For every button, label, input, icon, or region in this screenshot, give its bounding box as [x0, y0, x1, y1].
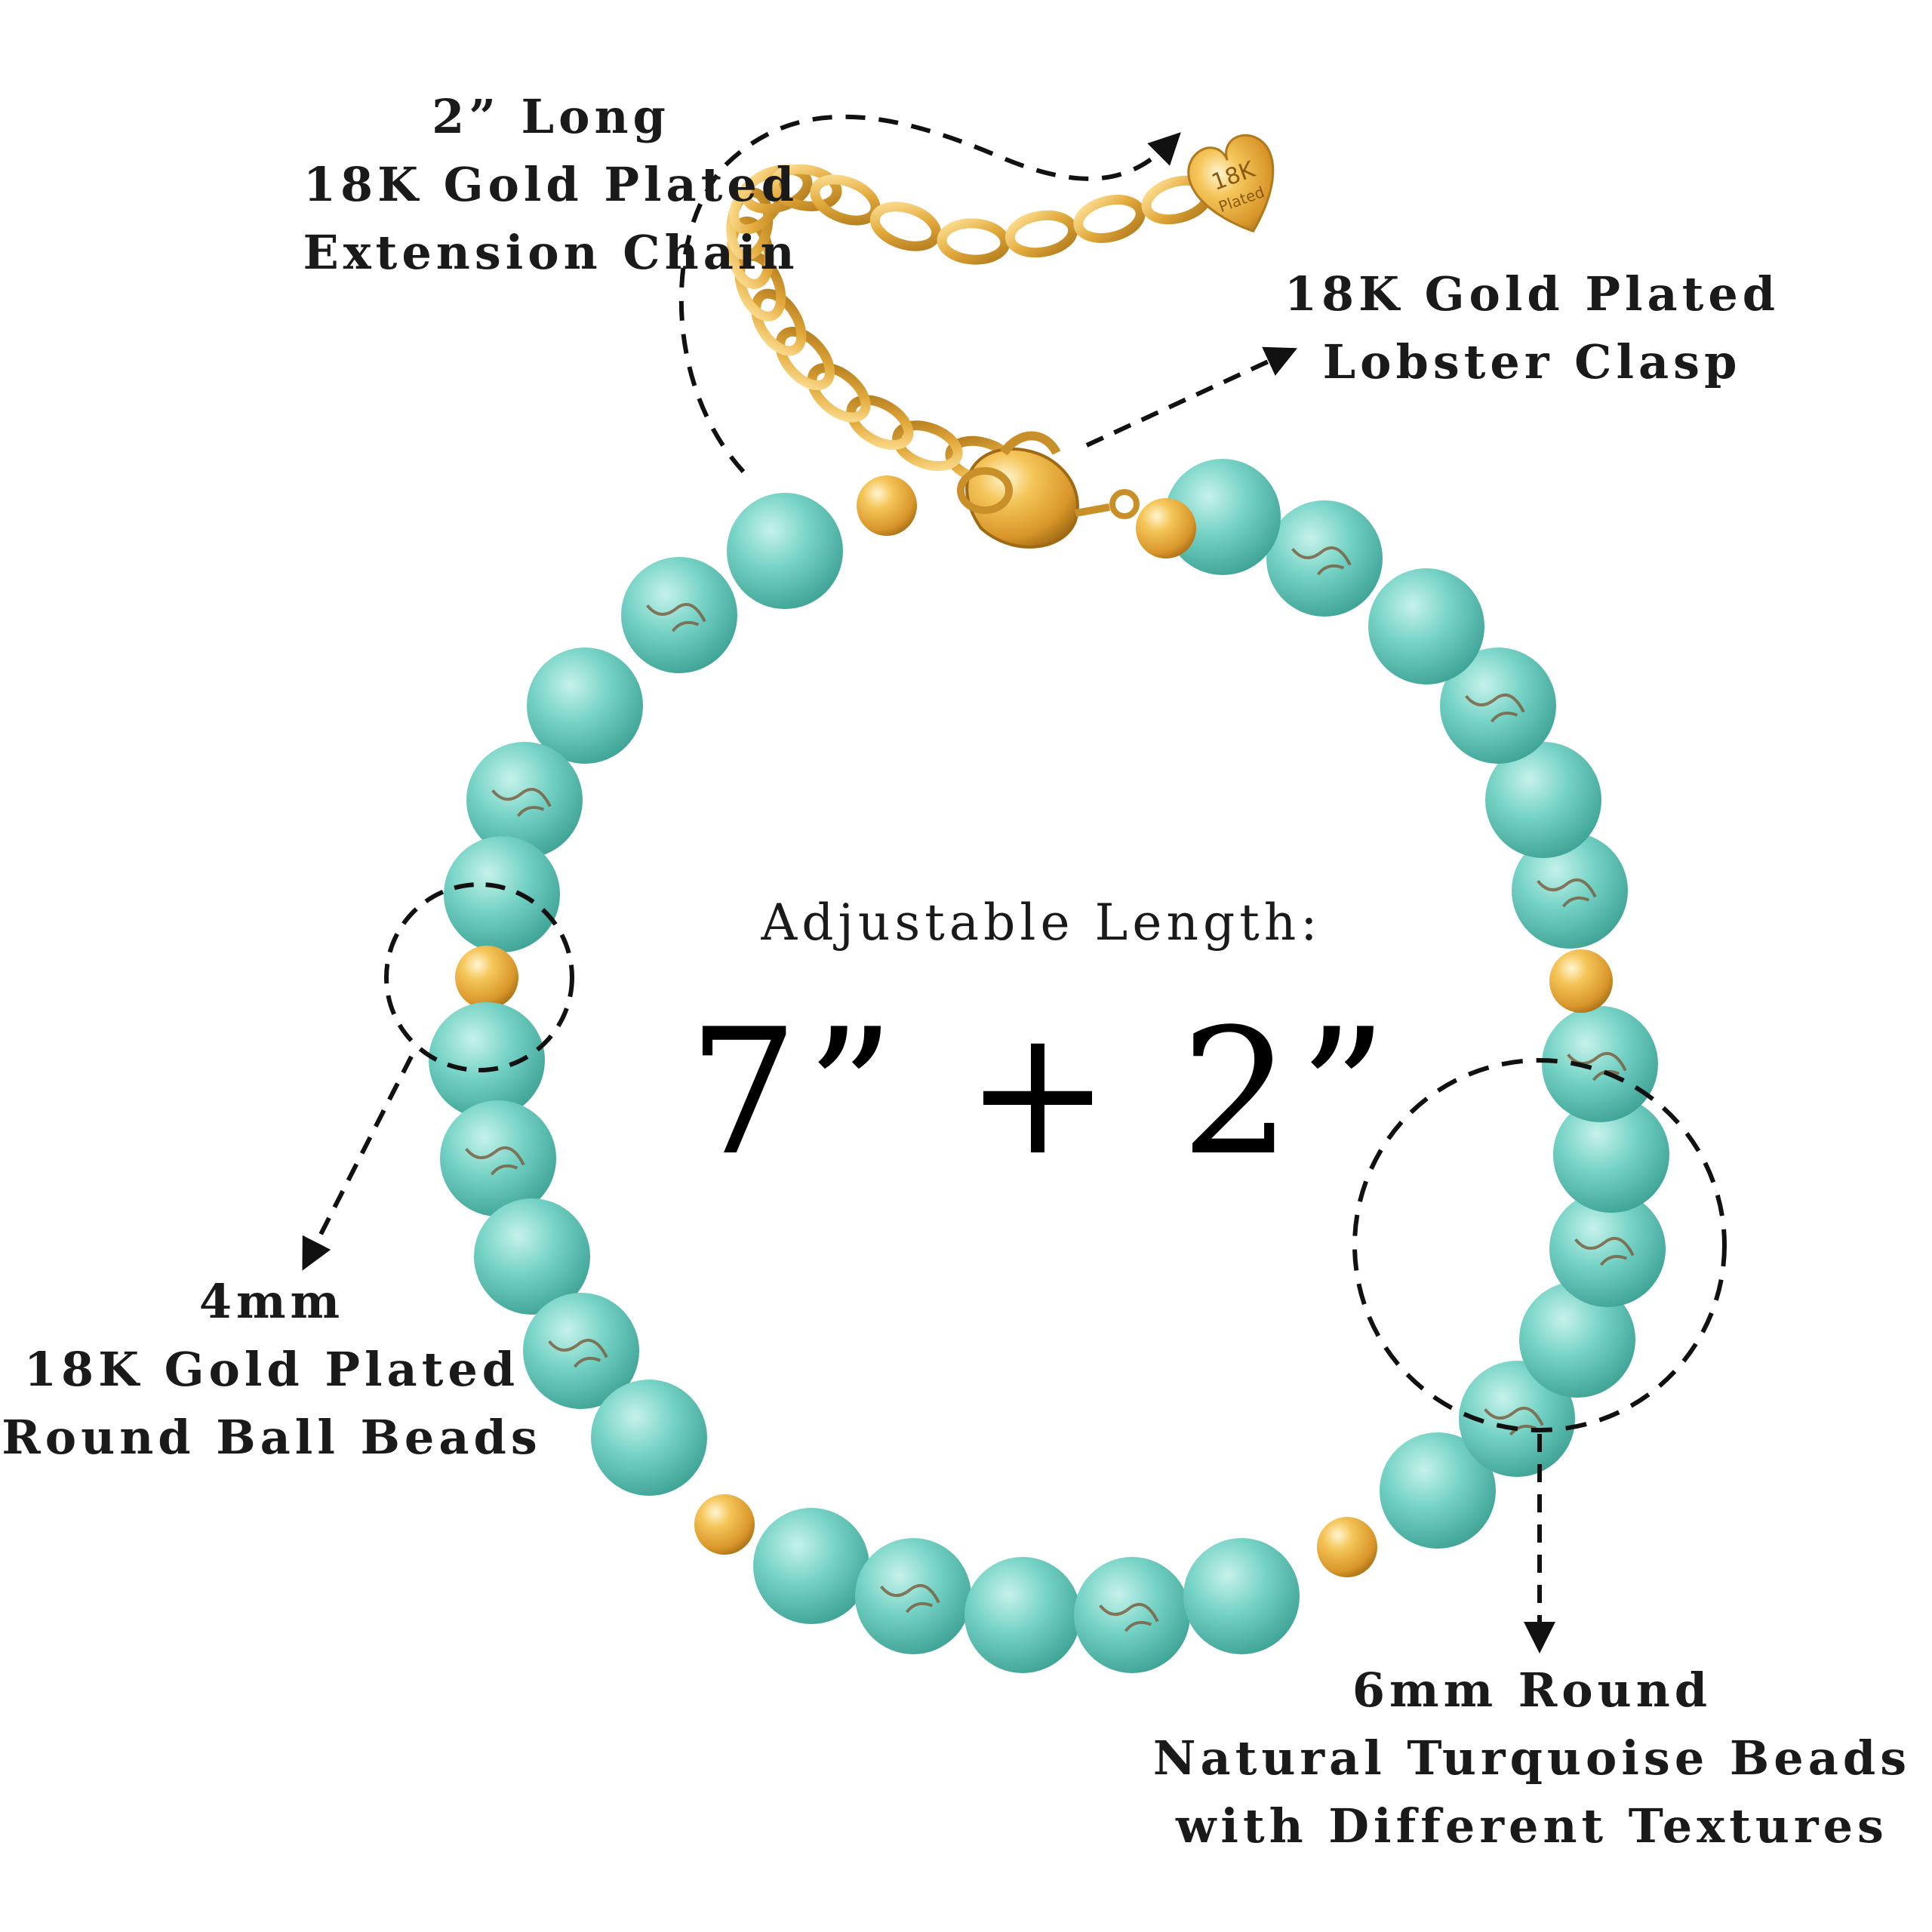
- turquoise-bead: [1485, 742, 1601, 858]
- gold-beads-label-line-3: Round Ball Beads: [2, 1409, 542, 1465]
- chain-link: [727, 216, 774, 290]
- lobster-clasp-icon: [957, 431, 1140, 549]
- extension-chain-label-line-1: 2” Long: [432, 89, 670, 144]
- lobster-clasp-dashed-arrow: [1085, 346, 1298, 448]
- gold-ball-bead: [694, 1494, 755, 1555]
- gold-ball-bead: [857, 475, 917, 536]
- turquoise-bead: [1459, 1361, 1575, 1477]
- gold-ball-bead: [1549, 949, 1613, 1013]
- turquoise-bead: [429, 1002, 545, 1118]
- turquoise-bead: [1266, 500, 1383, 617]
- gold-ball-bead: [455, 946, 518, 1009]
- adjustable-length-heading: Adjustable Length:: [761, 894, 1322, 952]
- turquoise-beads-label-line-3: with Different Textures: [1176, 1798, 1888, 1854]
- extension-chain-label-line-3: Extension Chain: [303, 224, 799, 280]
- gold-beads-label: 4mm 18K Gold Plated Round Ball Beads: [0, 1268, 543, 1472]
- chain-link: [807, 362, 871, 423]
- turquoise-bead: [1074, 1557, 1190, 1673]
- extension-chain-label-line-2: 18K Gold Plated: [303, 156, 799, 212]
- lobster-clasp-label-line-1: 18K Gold Plated: [1284, 266, 1780, 321]
- gold-ball-bead: [1317, 1517, 1377, 1577]
- turquoise-bead: [753, 1508, 869, 1624]
- chain-link: [751, 288, 807, 356]
- turquoise-bead: [523, 1293, 639, 1409]
- chain-link: [869, 202, 942, 251]
- chain-link: [1073, 195, 1146, 243]
- gold-beads-label-line-1: 4mm: [198, 1274, 345, 1329]
- turquoise-bead: [1368, 568, 1484, 685]
- lobster-clasp-label-line-2: Lobster Clasp: [1322, 334, 1742, 389]
- turquoise-bead: [1549, 1191, 1666, 1307]
- bead-ring: [429, 459, 1669, 1673]
- lobster-clasp-label: 18K Gold Plated Lobster Clasp: [1208, 260, 1857, 396]
- turquoise-bead: [1164, 459, 1281, 575]
- turquoise-bead: [1440, 648, 1556, 764]
- chain-link: [769, 164, 842, 211]
- gold-bead-dashed-arrow: [302, 1055, 414, 1271]
- turquoise-bead: [440, 1100, 556, 1217]
- turquoise-beads-label-line-2: Natural Turquoise Beads: [1152, 1730, 1912, 1786]
- turquoise-bead: [444, 836, 560, 952]
- turquoise-bead: [1553, 1097, 1669, 1213]
- turquoise-bead: [621, 557, 737, 673]
- heart-tag-icon: 18K Plated: [1187, 134, 1275, 233]
- extension-chain-label: 2” Long 18K Gold Plated Extension Chain: [174, 83, 928, 287]
- turquoise-bead: [1542, 1006, 1658, 1122]
- chain-link: [1004, 210, 1078, 258]
- chain-link: [775, 326, 835, 391]
- turquoise-beads-label-line-1: 6mm Round: [1352, 1663, 1712, 1718]
- turquoise-bead: [964, 1557, 1081, 1673]
- chain-link: [846, 395, 914, 451]
- chain-link: [892, 420, 963, 472]
- turquoise-bead: [527, 648, 643, 764]
- turquoise-bead: [466, 742, 583, 858]
- gold-beads-label-line-2: 18K Gold Plated: [23, 1341, 520, 1397]
- turquoise-bead-dashed-circle-icon: [1352, 1058, 1727, 1432]
- extension-chain: [726, 164, 1214, 485]
- gold-bead-dashed-circle-icon: [384, 882, 574, 1072]
- chain-link: [740, 165, 813, 214]
- turquoise-bead: [727, 493, 843, 609]
- turquoise-bead: [1512, 832, 1628, 949]
- turquoise-bead: [474, 1198, 590, 1315]
- extension-chain-dashed-arrow: [678, 114, 1181, 474]
- chain-link: [937, 218, 1011, 265]
- turquoise-bead: [855, 1538, 971, 1654]
- gold-ball-bead: [1136, 498, 1196, 558]
- turquoise-bead: [1380, 1432, 1496, 1549]
- turquoise-bead: [1519, 1281, 1635, 1398]
- turquoise-bead: [591, 1380, 707, 1496]
- turquoise-bead: [1183, 1538, 1300, 1654]
- adjustable-length-value: 7” + 2”: [688, 992, 1395, 1194]
- turquoise-beads-label: 6mm Round Natural Turquoise Beads with D…: [1132, 1657, 1932, 1860]
